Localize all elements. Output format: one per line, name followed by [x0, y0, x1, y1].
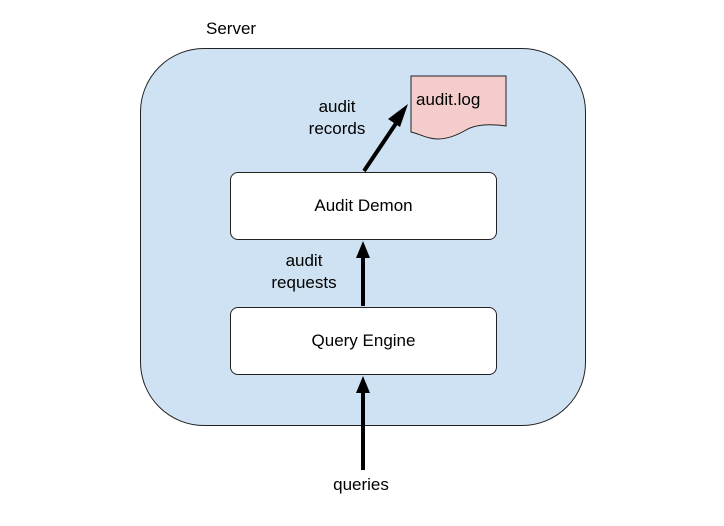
- audit-records-line-2: records: [308, 119, 366, 138]
- queries-label: queries: [333, 475, 389, 494]
- audit-requests-line-1: audit: [285, 251, 323, 270]
- query-engine-label: Query Engine: [311, 331, 416, 350]
- audit-records-label: audit records: [296, 96, 378, 140]
- arrowhead-audit-records: [388, 104, 408, 127]
- server-label: Server: [206, 19, 257, 38]
- arrowhead-queries: [356, 376, 370, 393]
- arrowhead-audit-requests: [356, 241, 370, 258]
- audit-requests-line-2: requests: [271, 273, 337, 292]
- audit-demon-node: Audit Demon: [230, 172, 497, 240]
- audit-demon-label: Audit Demon: [314, 196, 413, 215]
- audit-records-line-1: audit: [318, 97, 356, 116]
- audit-log-label: audit.log: [416, 90, 481, 109]
- audit-log-document: [410, 75, 507, 140]
- audit-requests-label: audit requests: [262, 250, 346, 294]
- query-engine-node: Query Engine: [230, 307, 497, 375]
- arrow-audit-records: [362, 114, 403, 173]
